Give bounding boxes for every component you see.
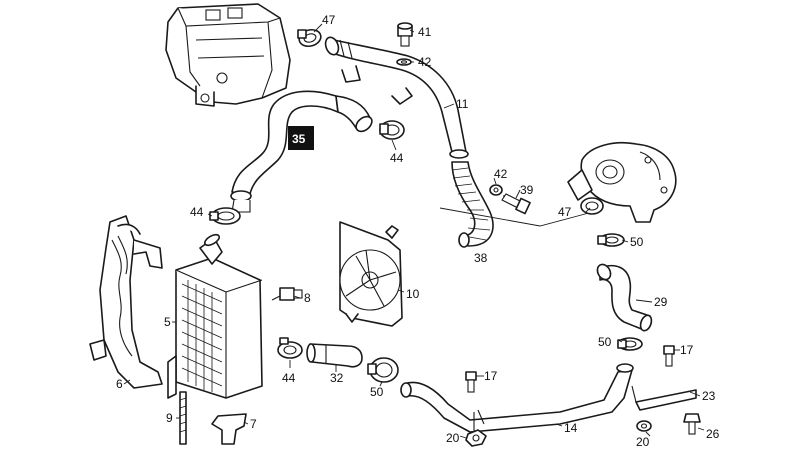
intercooler-5[interactable] — [167, 233, 263, 399]
callout-39[interactable]: 39 — [520, 183, 534, 197]
clamp-47-right[interactable] — [580, 197, 604, 215]
callout-50-bottom[interactable]: 50 — [370, 385, 384, 399]
callout-10[interactable]: 10 — [406, 287, 420, 301]
turbocharger[interactable] — [567, 142, 677, 223]
callout-9[interactable]: 9 — [166, 411, 173, 425]
pipe-14[interactable] — [400, 363, 634, 433]
bolt-41[interactable] — [397, 22, 413, 47]
leader-lines — [123, 23, 705, 439]
clamp-50-bottom[interactable] — [367, 357, 399, 383]
callout-44-bottom[interactable]: 44 — [282, 371, 296, 385]
washer-20-right[interactable] — [636, 420, 652, 432]
hose-35[interactable] — [230, 90, 375, 213]
bolt-39[interactable] — [501, 193, 531, 215]
bolt-26[interactable] — [683, 413, 701, 435]
callout-23[interactable]: 23 — [702, 389, 716, 403]
callout-labels: 47 41 42 11 44 42 39 47 44 50 38 8 10 29… — [116, 13, 720, 449]
highlight-box-35 — [288, 126, 314, 150]
bracket-7[interactable] — [211, 413, 247, 445]
bolt-17-bottom[interactable] — [465, 371, 477, 393]
callout-20-bottom[interactable]: 20 — [446, 431, 460, 445]
air-cleaner-housing[interactable] — [165, 3, 291, 107]
clamp-44-left[interactable] — [209, 207, 241, 225]
callout-44-left[interactable]: 44 — [190, 205, 204, 219]
callout-11[interactable]: 11 — [456, 97, 469, 111]
bracket-6[interactable] — [89, 215, 163, 389]
callout-47-right[interactable]: 47 — [558, 205, 572, 219]
callout-17-bottom[interactable]: 17 — [484, 369, 498, 383]
clamp-44-mid[interactable] — [379, 120, 405, 140]
bolt-17-right[interactable] — [663, 345, 675, 367]
callout-20-right[interactable]: 20 — [636, 435, 650, 449]
callout-14[interactable]: 14 — [564, 421, 578, 435]
clamp-50-right[interactable] — [597, 233, 625, 247]
callout-38[interactable]: 38 — [474, 251, 488, 265]
callout-42-right[interactable]: 42 — [494, 167, 508, 181]
callout-6[interactable]: 6 — [116, 377, 123, 391]
elbow-hose-29[interactable] — [595, 262, 654, 332]
corrugated-hose-38[interactable] — [451, 161, 494, 248]
clamp-50-lower[interactable] — [617, 337, 643, 351]
callout-47-top[interactable]: 47 — [322, 13, 336, 27]
charge-air-pipe-11[interactable] — [323, 35, 469, 159]
washer-42-top[interactable] — [396, 58, 412, 66]
callout-41[interactable]: 41 — [418, 25, 432, 39]
bracket-23[interactable] — [631, 385, 697, 411]
callout-32[interactable]: 32 — [330, 371, 344, 385]
nut-20-bottom[interactable] — [465, 429, 487, 447]
callout-26[interactable]: 26 — [706, 427, 720, 441]
clamp-47-top[interactable] — [297, 27, 322, 48]
callout-50-right[interactable]: 50 — [630, 235, 644, 249]
hose-32[interactable] — [306, 343, 363, 368]
rod-9[interactable] — [179, 391, 187, 445]
callout-44-mid[interactable]: 44 — [390, 151, 404, 165]
sensor-8[interactable] — [271, 287, 303, 301]
callout-35[interactable]: 35 — [292, 132, 306, 146]
clamp-44-bottom[interactable] — [277, 337, 303, 359]
callout-5[interactable]: 5 — [164, 315, 171, 329]
washer-42-right[interactable] — [489, 184, 503, 196]
callout-17-right[interactable]: 17 — [680, 343, 694, 357]
leader-38 — [439, 207, 601, 227]
callout-42-top[interactable]: 42 — [418, 55, 432, 69]
callout-29[interactable]: 29 — [654, 295, 668, 309]
fan-shroud-10[interactable] — [339, 221, 403, 327]
callout-50-lower[interactable]: 50 — [598, 335, 612, 349]
callout-7[interactable]: 7 — [250, 417, 257, 431]
callout-8[interactable]: 8 — [304, 291, 311, 305]
